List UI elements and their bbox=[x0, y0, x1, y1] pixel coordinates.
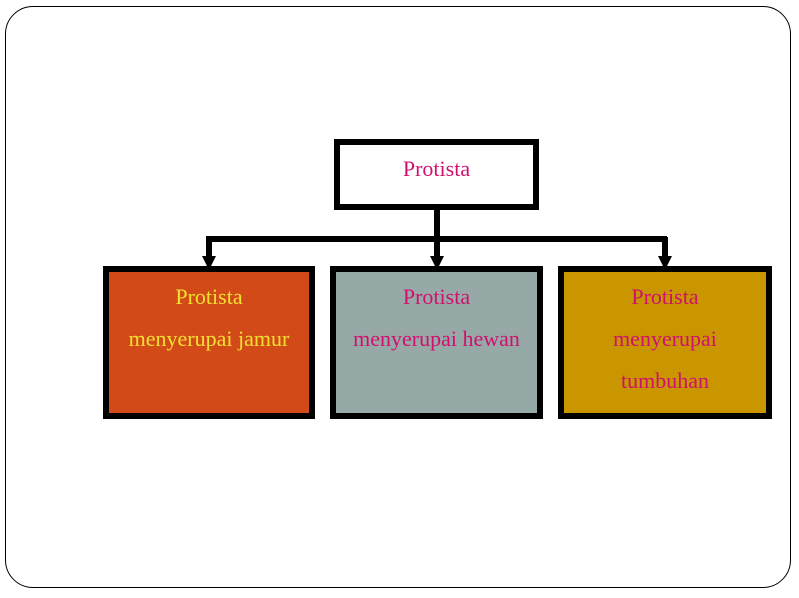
arrowhead-3 bbox=[658, 256, 672, 270]
root-node-label: Protista bbox=[402, 156, 471, 181]
child-node-hewan: Protista menyerupai hewan bbox=[330, 266, 543, 419]
child-node-line: menyerupai jamur bbox=[128, 326, 290, 351]
child-node-line: Protista bbox=[175, 284, 243, 309]
arrowhead-1 bbox=[202, 256, 216, 270]
child-node-jamur: Protista menyerupai jamur bbox=[103, 266, 315, 419]
arrowhead-2 bbox=[430, 256, 444, 270]
child-node-line: Protista bbox=[402, 284, 471, 309]
child-node-line: Protista bbox=[631, 284, 699, 309]
child-node-line: menyerupai bbox=[613, 326, 717, 351]
child-node-line: tumbuhan bbox=[621, 368, 709, 393]
child-node-tumbuhan: Protista menyerupai tumbuhan bbox=[558, 266, 772, 419]
root-node: Protista bbox=[334, 139, 539, 210]
child-node-line: menyerupai hewan bbox=[353, 326, 520, 351]
